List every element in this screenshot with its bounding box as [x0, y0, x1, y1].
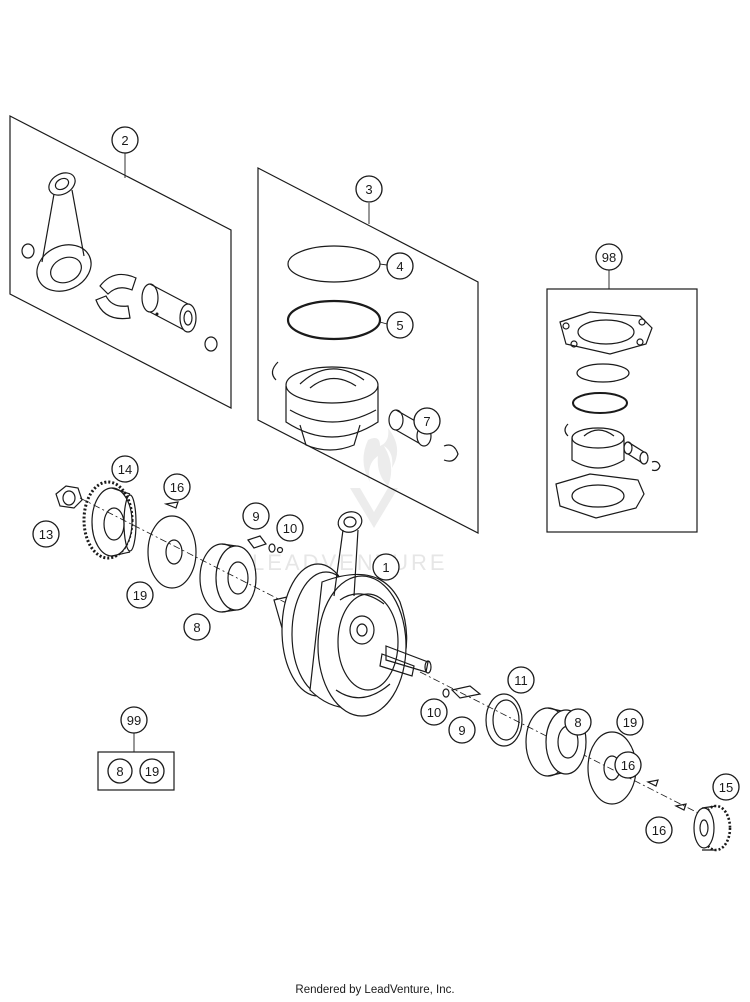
kit-circlip-right — [651, 460, 661, 472]
callout-7[interactable]: 7 — [413, 407, 441, 435]
crankshaft — [273, 563, 432, 717]
kit-pin — [623, 441, 649, 465]
woodruff-key-right-1 — [646, 779, 659, 787]
woodruff-key-left — [163, 501, 179, 509]
callout-3[interactable]: 3 — [355, 175, 383, 203]
watermark: LEADVENTURE — [252, 428, 448, 575]
callout-9[interactable]: 9 — [448, 716, 476, 744]
callout-label: 4 — [396, 259, 403, 274]
woodruff-key-right-2 — [674, 803, 687, 811]
callout-16[interactable]: 16 — [163, 473, 191, 501]
footer-credit: Rendered by LeadVenture, Inc. — [295, 984, 455, 996]
callout-2[interactable]: 2 — [111, 126, 139, 154]
panel-kit-98 — [546, 270, 698, 533]
callout-99[interactable]: 99 — [120, 706, 148, 734]
primary-gear — [82, 480, 137, 560]
kit-ring-top — [576, 363, 630, 383]
callout-label: 1 — [382, 560, 389, 575]
callout-label: 13 — [39, 527, 53, 542]
plug-screw-left — [247, 535, 284, 554]
callout-label: 99 — [127, 713, 141, 728]
callout-label: 8 — [574, 715, 581, 730]
kit-circlip-left — [564, 423, 569, 437]
piston-ring-second — [286, 299, 382, 341]
circlip-right — [443, 444, 459, 462]
kit-piston — [571, 427, 625, 469]
callout-label: 16 — [170, 480, 184, 495]
small-end-washer — [21, 243, 35, 259]
callout-label: 3 — [365, 182, 372, 197]
plug-screw-right — [442, 685, 482, 699]
callout-label: 8 — [193, 620, 200, 635]
callout-5[interactable]: 5 — [386, 311, 414, 339]
kit-item-label: 8 — [116, 764, 123, 779]
piston-pin — [141, 283, 197, 333]
callout-8[interactable]: 8 — [183, 613, 211, 641]
watermark-text: LEADVENTURE — [252, 550, 448, 575]
kit-item-label: 19 — [145, 764, 159, 779]
panel-piston — [257, 167, 479, 534]
kit-99-item-19[interactable]: 19 — [139, 758, 165, 784]
bushing-right — [204, 336, 218, 352]
callout-label: 9 — [458, 723, 465, 738]
callout-label: 10 — [427, 705, 441, 720]
piston — [285, 366, 379, 451]
callout-label: 5 — [396, 318, 403, 333]
callout-16[interactable]: 16 — [614, 751, 642, 779]
kit-99-box — [97, 733, 175, 791]
callout-label: 10 — [283, 521, 297, 536]
callout-19[interactable]: 19 — [126, 581, 154, 609]
callout-label: 14 — [118, 462, 132, 477]
base-gasket — [555, 473, 645, 519]
callout-19[interactable]: 19 — [616, 708, 644, 736]
callout-13[interactable]: 13 — [32, 520, 60, 548]
kit-99-item-8[interactable]: 8 — [107, 758, 133, 784]
callout-label: 16 — [652, 823, 666, 838]
callout-10[interactable]: 10 — [276, 514, 304, 542]
callout-label: 9 — [252, 509, 259, 524]
callout-label: 16 — [621, 758, 635, 773]
callout-label: 7 — [423, 414, 430, 429]
callout-4[interactable]: 4 — [386, 252, 414, 280]
crank-connecting-rod — [333, 511, 363, 597]
main-bearing-left — [199, 543, 257, 613]
spacer-ring — [485, 693, 523, 747]
callout-1[interactable]: 1 — [372, 553, 400, 581]
callout-label: 19 — [133, 588, 147, 603]
callout-14[interactable]: 14 — [111, 455, 139, 483]
balancer-drive-gear — [693, 804, 732, 852]
callout-16[interactable]: 16 — [645, 816, 673, 844]
nut — [55, 485, 83, 509]
callout-10[interactable]: 10 — [420, 698, 448, 726]
shim-washer-left — [147, 515, 197, 589]
callout-label: 11 — [514, 673, 528, 688]
callout-15[interactable]: 15 — [712, 773, 740, 801]
callout-label: 98 — [602, 250, 616, 265]
callout-11[interactable]: 11 — [507, 666, 535, 694]
connecting-rod — [36, 172, 92, 292]
head-gasket — [559, 311, 653, 355]
callout-label: 19 — [623, 715, 637, 730]
panel-connecting-rod — [9, 115, 232, 409]
piston-ring-top — [287, 245, 381, 283]
callout-label: 2 — [121, 133, 128, 148]
callout-label: 15 — [719, 780, 733, 795]
bearing-shell-upper — [99, 273, 137, 295]
callout-9[interactable]: 9 — [242, 502, 270, 530]
callout-8[interactable]: 8 — [564, 708, 592, 736]
callout-98[interactable]: 98 — [595, 243, 623, 271]
circlip-left — [271, 361, 279, 381]
kit-ring-second — [572, 392, 628, 414]
bearing-shell-lower — [95, 295, 131, 320]
